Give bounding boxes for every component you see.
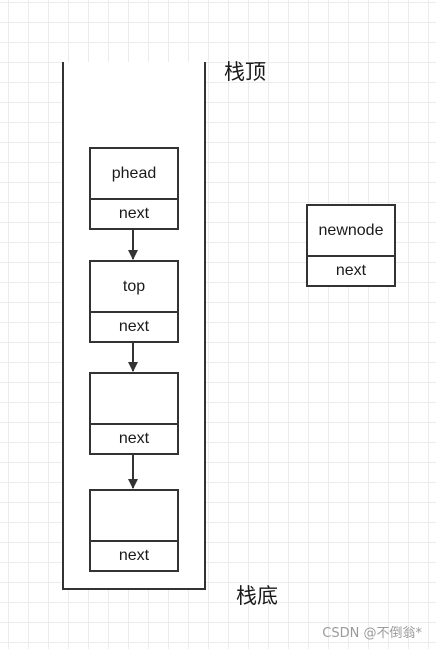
node-next-field: next — [118, 205, 150, 222]
stack-top-label: 栈顶 — [224, 60, 266, 84]
node-next-field: next — [118, 547, 150, 564]
node-data-field: top — [91, 262, 177, 313]
stack-bottom-label: 栈底 — [236, 584, 278, 608]
new-node: newnode next — [306, 204, 396, 287]
node-next-field: next — [118, 430, 150, 447]
node-next-field: next — [335, 262, 367, 279]
stack-node-3: next — [89, 372, 179, 455]
node-data-field — [91, 491, 177, 542]
node-next-field: next — [118, 318, 150, 335]
node-data-field — [91, 374, 177, 425]
stack-node-1: phead next — [89, 147, 179, 230]
stack-node-2: top next — [89, 260, 179, 343]
watermark: CSDN @不倒翁* — [322, 626, 422, 641]
node-data-field: phead — [91, 149, 177, 200]
stack-node-4: next — [89, 489, 179, 572]
node-data-field: newnode — [308, 206, 394, 257]
